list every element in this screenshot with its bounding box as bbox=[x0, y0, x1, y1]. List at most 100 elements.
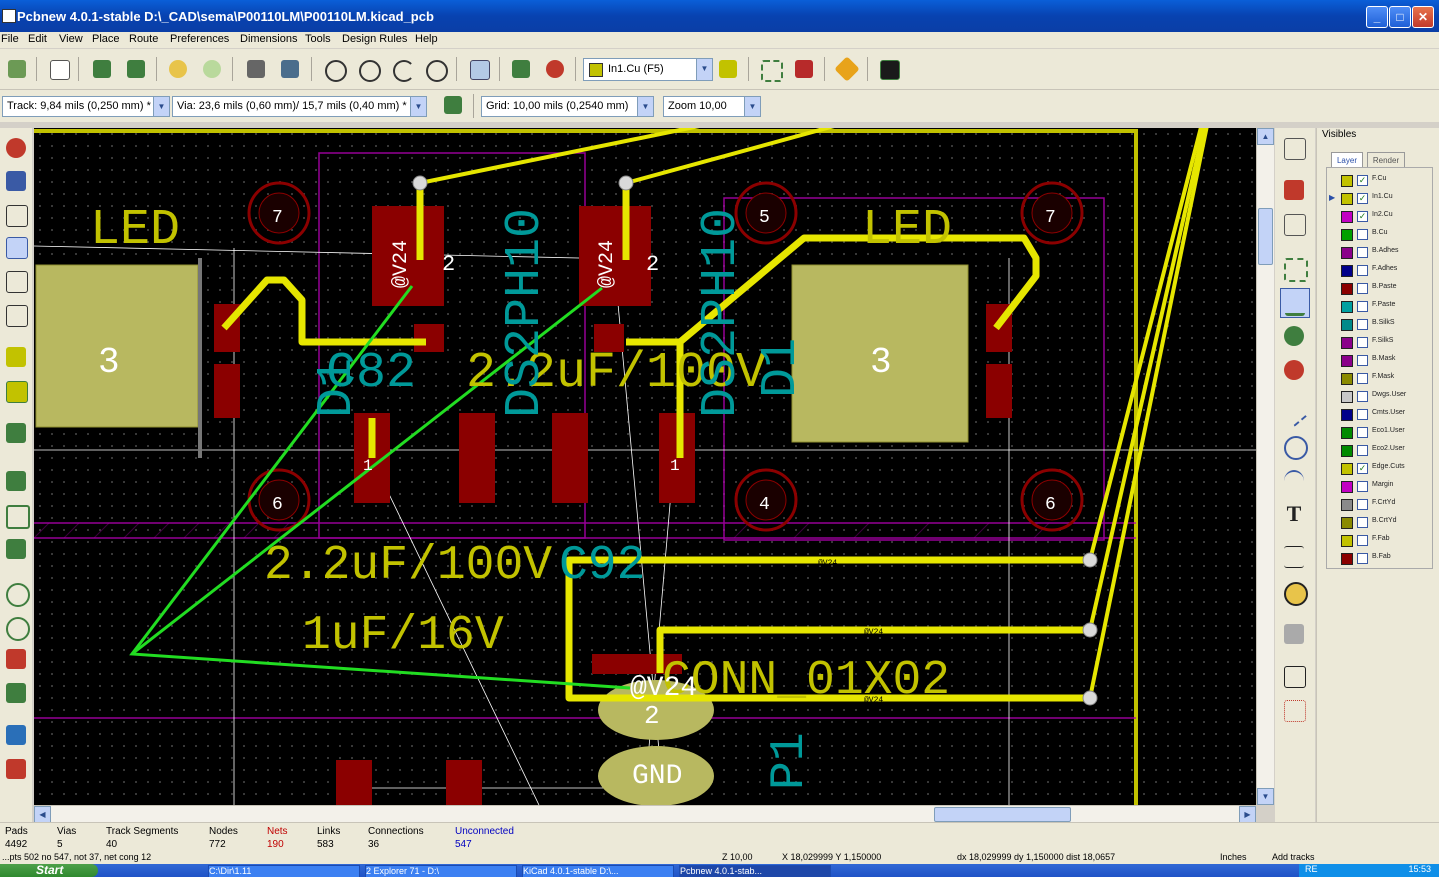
layer-visibility-checkbox[interactable] bbox=[1357, 229, 1368, 240]
menu-place[interactable]: Place bbox=[92, 33, 120, 45]
cursor-shape-toggle[interactable] bbox=[3, 302, 29, 328]
layer-visibility-checkbox[interactable]: ✓ bbox=[1357, 211, 1368, 222]
horizontal-scroll-thumb[interactable] bbox=[934, 807, 1071, 822]
chevron-down-icon[interactable]: ▼ bbox=[637, 97, 653, 116]
mm-units-toggle[interactable] bbox=[3, 268, 29, 294]
layer-row[interactable]: F.Fab bbox=[1327, 532, 1432, 548]
layer-row[interactable]: Dwgs.User bbox=[1327, 388, 1432, 404]
menu-dimensions[interactable]: Dimensions bbox=[240, 33, 298, 45]
layer-row[interactable]: B.Cu bbox=[1327, 226, 1432, 242]
menu-design-rules[interactable]: Design Rules bbox=[342, 33, 408, 45]
find-button[interactable] bbox=[466, 56, 492, 82]
layer-row[interactable]: Cmts.User bbox=[1327, 406, 1432, 422]
active-layer-select[interactable]: In1.Cu (F5) ▼ bbox=[583, 58, 713, 81]
layer-color-swatch[interactable] bbox=[1341, 193, 1353, 205]
layer-visibility-checkbox[interactable] bbox=[1357, 337, 1368, 348]
redraw-button[interactable] bbox=[389, 56, 415, 82]
autoroute-button[interactable] bbox=[834, 56, 860, 82]
layer-row[interactable]: Eco2.User bbox=[1327, 442, 1432, 458]
scripting-console-button[interactable] bbox=[876, 56, 902, 82]
tab-render[interactable]: Render bbox=[1367, 152, 1405, 168]
task-kicad[interactable]: KiCad 4.0.1-stable D:\... bbox=[522, 865, 674, 877]
layer-visibility-checkbox[interactable] bbox=[1357, 535, 1368, 546]
layer-visibility-checkbox[interactable] bbox=[1357, 283, 1368, 294]
drc-button[interactable] bbox=[542, 56, 568, 82]
layer-row[interactable]: ✓F.Cu bbox=[1327, 172, 1432, 188]
inch-units-toggle[interactable] bbox=[3, 234, 29, 260]
layer-visibility-checkbox[interactable] bbox=[1357, 481, 1368, 492]
footprint-mode-button[interactable] bbox=[757, 56, 783, 82]
start-button[interactable]: Start bbox=[0, 864, 98, 877]
layer-row[interactable]: ✓Edge.Cuts bbox=[1327, 460, 1432, 476]
layer-color-swatch[interactable] bbox=[1341, 499, 1353, 511]
via-sketch-toggle[interactable] bbox=[3, 614, 30, 641]
layer-row[interactable]: Eco1.User bbox=[1327, 424, 1432, 440]
read-netlist-button[interactable] bbox=[508, 56, 534, 82]
scroll-right-arrow[interactable]: ▶ bbox=[1239, 806, 1256, 823]
layer-color-swatch[interactable] bbox=[1341, 247, 1353, 259]
layer-visibility-checkbox[interactable] bbox=[1357, 517, 1368, 528]
zone-outline-toggle[interactable] bbox=[3, 502, 30, 529]
page-settings-button[interactable] bbox=[46, 56, 72, 82]
layer-visibility-checkbox[interactable] bbox=[1357, 409, 1368, 420]
zoom-select[interactable]: Zoom 10,00 ▼ bbox=[663, 96, 761, 117]
layer-visibility-checkbox[interactable] bbox=[1357, 355, 1368, 366]
module-ratsnest-toggle[interactable] bbox=[3, 378, 29, 404]
layer-visibility-checkbox[interactable]: ✓ bbox=[1357, 463, 1368, 474]
layer-color-swatch[interactable] bbox=[1341, 535, 1353, 547]
layer-color-swatch[interactable] bbox=[1341, 283, 1353, 295]
layer-color-swatch[interactable] bbox=[1341, 373, 1353, 385]
layer-color-swatch[interactable] bbox=[1341, 211, 1353, 223]
pcb-canvas[interactable]: LED LED 1uF/16V CONN_01X02 C82 2.2uF/100… bbox=[34, 128, 1256, 805]
layer-row[interactable]: B.Mask bbox=[1327, 352, 1432, 368]
menu-file[interactable]: File bbox=[1, 33, 19, 45]
tab-layer[interactable]: Layer bbox=[1331, 152, 1363, 168]
layer-color-swatch[interactable] bbox=[1341, 463, 1353, 475]
layer-visibility-checkbox[interactable]: ✓ bbox=[1357, 175, 1368, 186]
layer-visibility-checkbox[interactable]: ✓ bbox=[1357, 193, 1368, 204]
route-tracks-button[interactable] bbox=[1280, 288, 1310, 318]
plot-button[interactable] bbox=[277, 56, 303, 82]
add-dimension-button[interactable] bbox=[1280, 542, 1308, 570]
chevron-down-icon[interactable]: ▼ bbox=[410, 97, 426, 116]
layer-color-swatch[interactable] bbox=[1341, 175, 1353, 187]
chevron-down-icon[interactable]: ▼ bbox=[153, 97, 169, 116]
layer-visibility-checkbox[interactable] bbox=[1357, 427, 1368, 438]
layer-row[interactable]: B.SilkS bbox=[1327, 316, 1432, 332]
layer-color-swatch[interactable] bbox=[1341, 409, 1353, 421]
scroll-up-arrow[interactable]: ▲ bbox=[1257, 128, 1274, 145]
add-arc-button[interactable] bbox=[1280, 466, 1308, 494]
via-size-select[interactable]: Via: 23,6 mils (0,60 mm)/ 15,7 mils (0,4… bbox=[172, 96, 427, 117]
grid-toggle[interactable] bbox=[3, 168, 29, 194]
task-dir[interactable]: C:\Dir\1.11 bbox=[208, 865, 360, 877]
layer-row[interactable]: F.Adhes bbox=[1327, 262, 1432, 278]
add-zone-button[interactable] bbox=[1280, 356, 1308, 384]
chevron-down-icon[interactable]: ▼ bbox=[696, 59, 712, 80]
add-footprint-button[interactable] bbox=[1280, 254, 1308, 282]
language-indicator[interactable]: RE bbox=[1305, 864, 1318, 874]
layer-visibility-checkbox[interactable] bbox=[1357, 301, 1368, 312]
track-width-select[interactable]: Track: 9,84 mils (0,250 mm) * ▼ bbox=[2, 96, 170, 117]
layer-row[interactable]: B.CrtYd bbox=[1327, 514, 1432, 530]
drill-origin-button[interactable] bbox=[1280, 662, 1308, 690]
layer-color-swatch[interactable] bbox=[1341, 355, 1353, 367]
drc-off-toggle[interactable] bbox=[3, 135, 29, 161]
add-via-button[interactable] bbox=[1280, 322, 1308, 350]
layer-visibility-checkbox[interactable] bbox=[1357, 265, 1368, 276]
vertical-scroll-thumb[interactable] bbox=[1258, 208, 1273, 265]
high-contrast-toggle[interactable] bbox=[3, 680, 29, 706]
menu-tools[interactable]: Tools bbox=[305, 33, 331, 45]
layer-row[interactable]: B.Adhes bbox=[1327, 244, 1432, 260]
layers-manager-toggle[interactable] bbox=[3, 722, 29, 748]
layer-color-swatch[interactable] bbox=[1341, 337, 1353, 349]
chevron-down-icon[interactable]: ▼ bbox=[744, 97, 760, 116]
zone-sketch-toggle[interactable] bbox=[3, 536, 29, 562]
menu-help[interactable]: Help bbox=[415, 33, 438, 45]
grid-origin-button[interactable] bbox=[1280, 696, 1308, 724]
footprint-editor-button[interactable] bbox=[89, 56, 115, 82]
layer-row[interactable]: F.CrtYd bbox=[1327, 496, 1432, 512]
redo-button[interactable] bbox=[199, 56, 225, 82]
menu-edit[interactable]: Edit bbox=[28, 33, 47, 45]
layer-color-swatch[interactable] bbox=[1341, 229, 1353, 241]
layer-color-swatch[interactable] bbox=[1341, 517, 1353, 529]
